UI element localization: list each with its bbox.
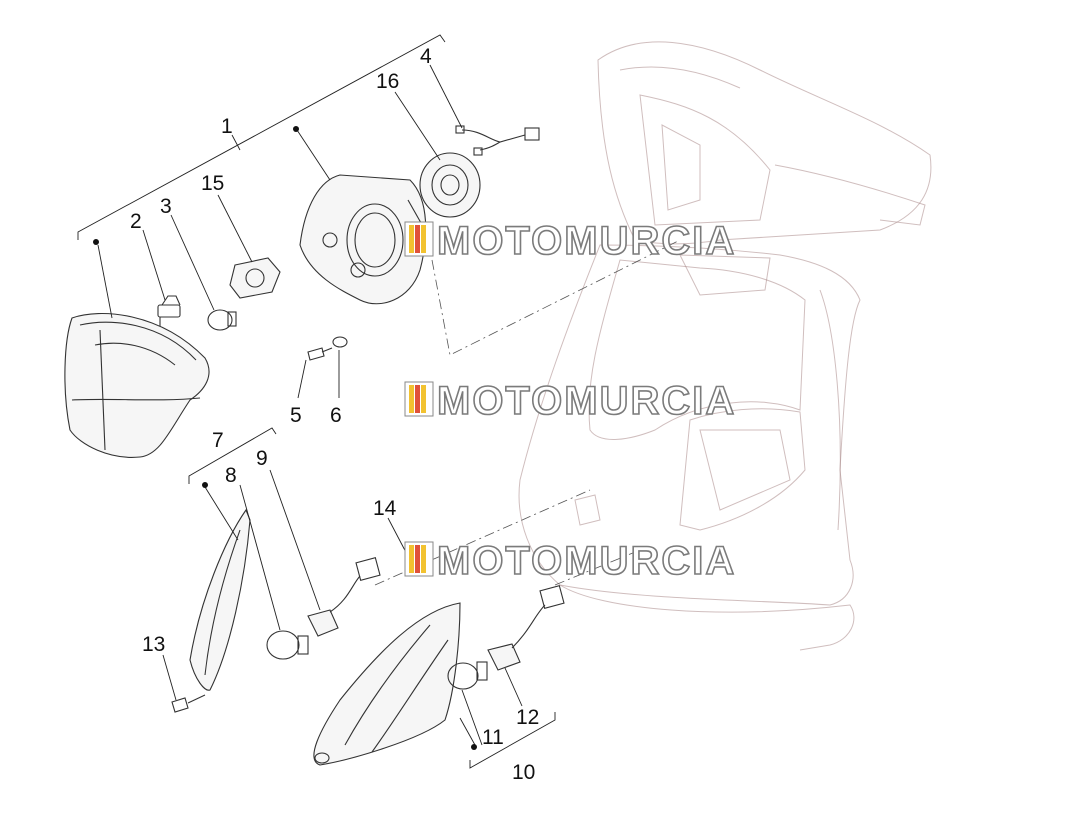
callout-7: 7 <box>212 429 224 452</box>
callout-3: 3 <box>160 195 172 218</box>
callout-8: 8 <box>225 464 237 487</box>
callout-6: 6 <box>330 404 342 427</box>
watermark-bottom: MOTOMURCIA <box>404 538 736 584</box>
bullet-dots <box>93 126 477 750</box>
callout-10: 10 <box>512 761 535 784</box>
headlamp-bulb <box>157 295 181 326</box>
callout-12: 12 <box>516 706 539 729</box>
leader-lines <box>77 34 556 769</box>
callout-14: 14 <box>373 497 397 520</box>
handlebar-cover <box>597 41 932 245</box>
callout-2: 2 <box>130 210 142 233</box>
watermark-top: MOTOMURCIA <box>404 218 736 264</box>
callout-16: 16 <box>376 70 399 93</box>
watermark-text: MOTOMURCIA <box>437 379 736 423</box>
callout-4: 4 <box>420 45 432 68</box>
callout-5: 5 <box>290 404 302 427</box>
callout-numbers: 1 2 3 4 5 6 7 8 9 10 11 12 13 14 15 16 <box>130 45 539 784</box>
right-indicator-bulb-socket <box>447 585 565 690</box>
indicator-screw <box>171 694 206 713</box>
callout-1: 1 <box>221 115 233 138</box>
bulb-holder <box>229 257 281 299</box>
screw-washer <box>307 336 348 361</box>
left-indicator-bulb-socket <box>266 557 381 660</box>
parking-bulb <box>207 309 237 331</box>
right-indicator-lens <box>313 602 461 766</box>
callout-15: 15 <box>201 172 224 195</box>
watermark-middle: MOTOMURCIA <box>404 378 736 424</box>
leg-shield <box>518 244 861 606</box>
headlamp-housing <box>299 174 427 305</box>
watermark-text: MOTOMURCIA <box>437 219 736 263</box>
headlamp-lens <box>64 313 210 458</box>
reflector-ring <box>419 152 481 218</box>
watermark-text: MOTOMURCIA <box>437 539 736 583</box>
scooter-front-body <box>518 41 932 651</box>
callout-11: 11 <box>482 726 504 749</box>
assembly-lines <box>374 239 681 586</box>
left-indicator-lens <box>189 508 251 691</box>
callout-9: 9 <box>256 447 268 470</box>
callout-13: 13 <box>142 633 165 656</box>
wiring-harness <box>455 125 540 156</box>
